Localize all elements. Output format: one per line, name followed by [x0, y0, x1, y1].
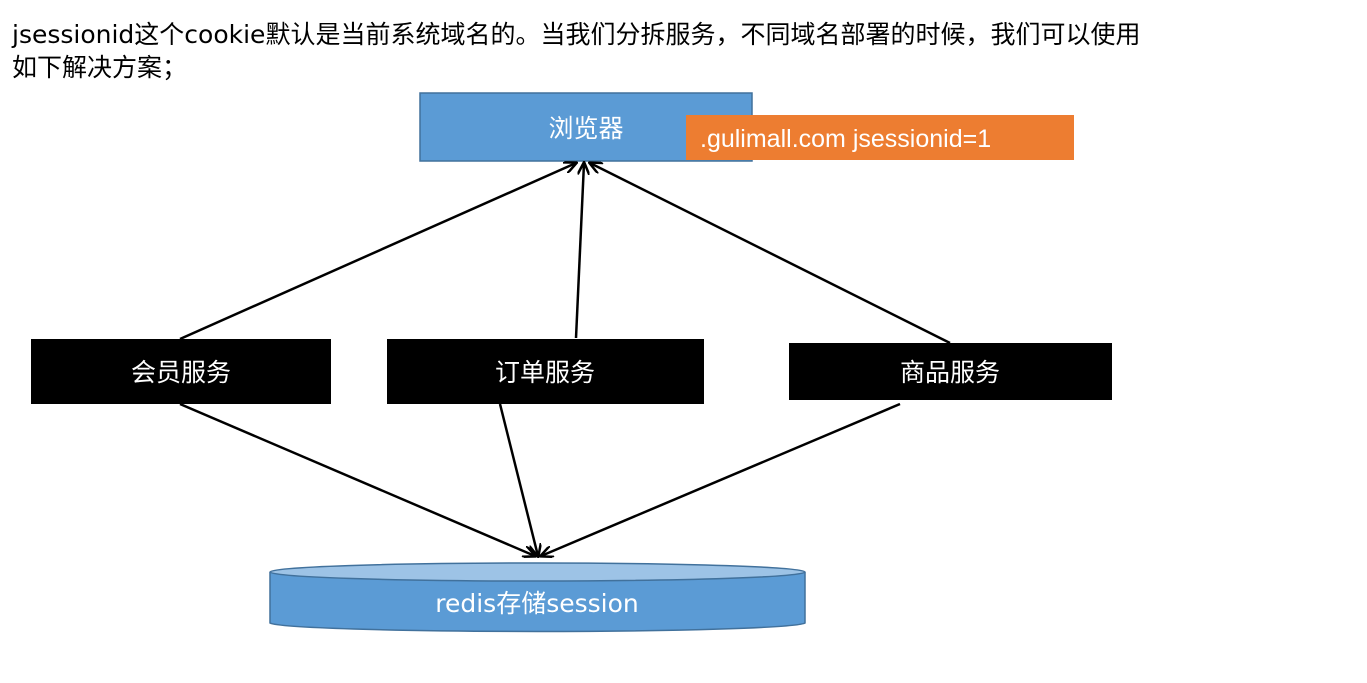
intro-text: jsessionid这个cookie默认是当前系统域名的。当我们分拆服务，不同域…: [12, 18, 1312, 84]
service-order: 订单服务: [387, 339, 704, 404]
service-order-box: [387, 339, 704, 404]
redis-storage-label: redis存储session: [435, 589, 639, 618]
arrow-order-to-redis: [498, 403, 538, 556]
cookie-node: .gulimall.com jsessionid=1: [686, 115, 1074, 160]
service-product: 商品服务: [789, 343, 1112, 400]
arrow-product-to-browser: [590, 163, 951, 345]
intro-line-1: jsessionid这个cookie默认是当前系统域名的。当我们分拆服务，不同域…: [12, 20, 1141, 49]
redis-storage-node: redis存储session: [269, 562, 806, 633]
service-member-label: 会员服务: [131, 358, 231, 387]
cookie-label: .gulimall.com jsessionid=1: [700, 125, 991, 153]
service-product-box: [789, 343, 1112, 400]
intro-line-2: 如下解决方案；: [12, 53, 188, 82]
service-product-label: 商品服务: [900, 358, 1000, 387]
service-member-box: [31, 339, 331, 404]
cookie-box: [686, 115, 1074, 160]
arrow-member-to-redis: [179, 402, 535, 556]
arrow-order-to-browser: [574, 163, 584, 339]
browser-label: 浏览器: [548, 114, 623, 143]
service-order-label: 订单服务: [495, 358, 595, 387]
arrow-product-to-redis: [541, 402, 901, 556]
arrow-member-to-browser: [179, 163, 576, 341]
service-member: 会员服务: [31, 339, 331, 404]
redis-cylinder-top: [269, 562, 806, 582]
redis-cylinder-body: [269, 572, 806, 633]
